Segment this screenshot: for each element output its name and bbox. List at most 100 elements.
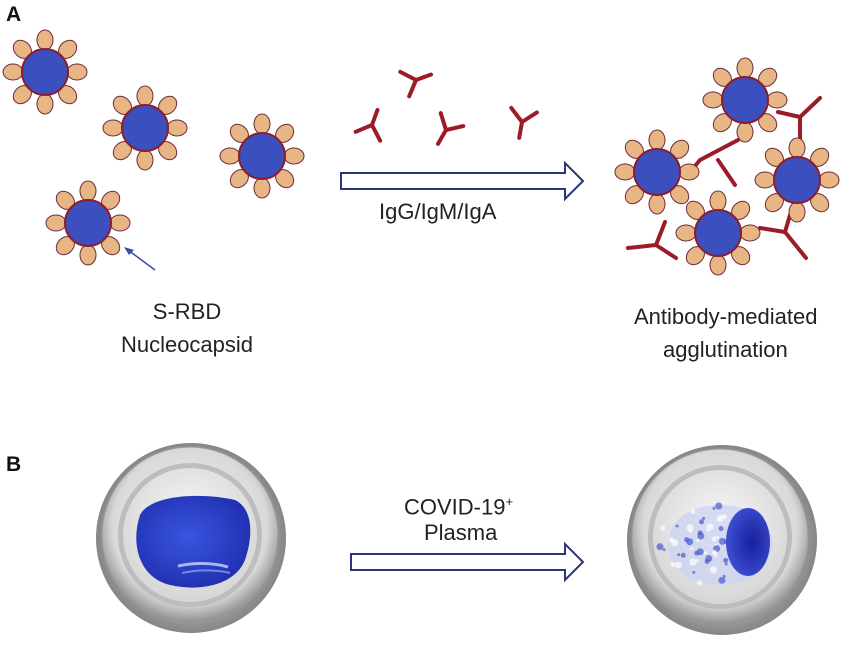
speckle bbox=[722, 574, 726, 578]
speckle bbox=[723, 557, 729, 563]
arrow-b-label-line1: COVID-19+ bbox=[404, 488, 513, 520]
antibody bbox=[398, 69, 434, 99]
antigen-bead bbox=[109, 214, 131, 232]
speckle bbox=[692, 570, 696, 574]
antigen-bead bbox=[2, 63, 24, 81]
antigen-bead bbox=[736, 57, 754, 79]
antigen-bead bbox=[648, 193, 666, 215]
antigen-bead bbox=[253, 177, 271, 199]
panel-a-letter: A bbox=[6, 3, 22, 26]
antigen-bead bbox=[648, 129, 666, 151]
speckle bbox=[718, 537, 726, 545]
free-particles bbox=[2, 29, 305, 266]
result-label-line1: Antibody-mediated bbox=[634, 304, 818, 329]
speckle bbox=[718, 526, 724, 532]
antigen-bead bbox=[79, 180, 97, 202]
particle-core bbox=[773, 156, 821, 204]
antigen-bead bbox=[66, 63, 88, 81]
well-before bbox=[96, 443, 286, 633]
speckle bbox=[656, 543, 664, 551]
antigen-bead bbox=[739, 224, 761, 242]
speckle bbox=[715, 535, 719, 539]
antibody bbox=[436, 111, 466, 146]
speckle bbox=[689, 558, 697, 566]
particle-core bbox=[64, 199, 112, 247]
antigen-bead bbox=[166, 119, 188, 137]
well-after bbox=[627, 445, 817, 635]
nanoparticle bbox=[702, 57, 788, 143]
antigen-bead bbox=[253, 113, 271, 135]
particle-core bbox=[633, 148, 681, 196]
panel-b-letter: B bbox=[6, 453, 22, 476]
speckle bbox=[686, 538, 694, 546]
reaction-arrow-a bbox=[340, 160, 585, 202]
antibody-link bbox=[783, 213, 792, 234]
antibody-link bbox=[716, 158, 737, 187]
antibody-link bbox=[626, 243, 658, 250]
antibody-link bbox=[698, 138, 740, 162]
speckle bbox=[709, 566, 717, 574]
particle-core bbox=[238, 132, 286, 180]
speckle bbox=[689, 529, 693, 533]
arrow-b-label-line2: Plasma bbox=[424, 520, 498, 545]
antigen-bead bbox=[736, 121, 754, 143]
nanoparticle bbox=[219, 113, 305, 199]
speckle bbox=[660, 525, 666, 531]
antigen-bead bbox=[102, 119, 124, 137]
speckle bbox=[712, 549, 718, 555]
antigen-bead bbox=[788, 201, 806, 223]
particle-core bbox=[121, 104, 169, 152]
particle-label-line2: Nucleocapsid bbox=[120, 332, 254, 357]
nanoparticle bbox=[754, 137, 840, 223]
particle-core bbox=[694, 209, 742, 257]
particle-label-line1: S-RBD bbox=[152, 299, 222, 324]
nanoparticle bbox=[2, 29, 88, 115]
agglutinated-cluster bbox=[614, 57, 840, 276]
speckle bbox=[706, 528, 710, 532]
antigen-bead bbox=[136, 149, 154, 171]
speckle bbox=[711, 536, 717, 542]
speckle bbox=[677, 553, 681, 557]
speckle bbox=[670, 562, 676, 568]
antibody-link bbox=[654, 243, 678, 260]
speckle bbox=[671, 539, 679, 547]
antibody bbox=[353, 107, 383, 143]
antibody-link bbox=[758, 226, 787, 234]
antigen-bead bbox=[709, 190, 727, 212]
speckle bbox=[716, 515, 724, 523]
arrow-a-label: IgG/IgM/IgA bbox=[379, 199, 497, 224]
result-label-line2: agglutination bbox=[663, 337, 788, 362]
speckle bbox=[662, 548, 666, 552]
antigen-bead bbox=[36, 93, 54, 115]
speckle bbox=[686, 524, 694, 532]
antigen-bead bbox=[702, 91, 724, 109]
speckle bbox=[674, 561, 682, 569]
antigen-bead bbox=[614, 163, 636, 181]
antigen-bead bbox=[678, 163, 700, 181]
antibody-link bbox=[654, 220, 667, 247]
antigen-bead bbox=[283, 147, 305, 165]
speckle bbox=[690, 547, 694, 551]
speckle bbox=[699, 519, 705, 525]
speckle bbox=[675, 524, 679, 528]
antigen-bead bbox=[709, 254, 727, 276]
speckle bbox=[724, 562, 728, 566]
nanoparticle bbox=[45, 180, 131, 266]
speckle bbox=[697, 580, 703, 586]
free-antibodies bbox=[353, 69, 539, 146]
particle-core bbox=[21, 48, 69, 96]
antigen-bead bbox=[36, 29, 54, 51]
speckle bbox=[696, 538, 700, 542]
speckle bbox=[697, 532, 705, 540]
antigen-bead bbox=[766, 91, 788, 109]
antigen-bead bbox=[219, 147, 241, 165]
antibody-link bbox=[783, 230, 808, 260]
antigen-bead bbox=[675, 224, 697, 242]
reaction-arrow-b bbox=[350, 541, 585, 583]
nanoparticle bbox=[675, 190, 761, 276]
speckle bbox=[690, 509, 696, 515]
antigen-bead bbox=[79, 244, 97, 266]
speckle bbox=[695, 559, 699, 563]
speckle bbox=[705, 555, 713, 563]
